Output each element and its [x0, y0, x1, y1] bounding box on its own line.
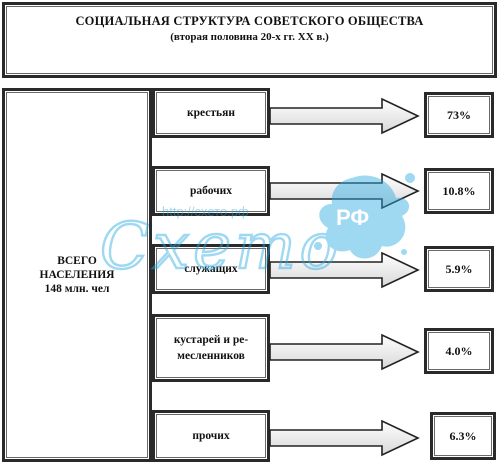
percent-box-workers: 10.8% [424, 168, 494, 214]
total-label-line1: ВСЕГО [57, 255, 97, 267]
category-box-workers: рабочих [152, 166, 270, 216]
percent-value-artisans: 4.0% [445, 343, 473, 358]
total-label-line2: НАСЕЛЕНИЯ [39, 269, 115, 281]
percent-box-others: 6.3% [430, 412, 496, 460]
category-label-workers: рабочих [189, 185, 233, 197]
arrow-peasants [269, 97, 420, 135]
watermark-splash-icon [314, 173, 415, 259]
arrow-artisans [269, 333, 420, 371]
category-box-artisans: кустарей и ре- месленников [152, 314, 270, 382]
category-label-peasants: крестьян [187, 107, 235, 119]
category-label-employees: служащих [184, 263, 238, 275]
percent-value-workers: 10.8% [442, 183, 476, 198]
percent-value-employees: 5.9% [445, 261, 473, 276]
category-box-peasants: крестьян [152, 88, 270, 138]
arrow-employees [269, 251, 420, 289]
title-box: СОЦИАЛЬНАЯ СТРУКТУРА СОВЕТСКОГО ОБЩЕСТВА… [2, 2, 497, 78]
category-label-artisans-line2: месленников [177, 350, 245, 362]
category-label-artisans-line1: кустарей и ре- [173, 334, 249, 346]
percent-box-peasants: 73% [424, 92, 494, 138]
category-label-others: прочих [192, 430, 230, 442]
percent-box-artisans: 4.0% [424, 328, 494, 374]
category-box-others: прочих [152, 410, 270, 462]
diagram-title: СОЦИАЛЬНАЯ СТРУКТУРА СОВЕТСКОГО ОБЩЕСТВА [75, 14, 424, 28]
total-population-box: ВСЕГО НАСЕЛЕНИЯ 148 млн. чел [2, 88, 152, 462]
total-count: 148 млн. чел [44, 283, 110, 295]
percent-value-others: 6.3% [449, 428, 477, 443]
category-box-employees: служащих [152, 244, 270, 294]
arrow-workers [269, 172, 420, 210]
watermark-tld: РФ [336, 205, 369, 230]
percent-box-employees: 5.9% [424, 246, 494, 292]
arrow-others [269, 419, 420, 457]
diagram-subtitle: (вторая половина 20-х гг. XX в.) [170, 31, 329, 43]
percent-value-peasants: 73% [447, 107, 471, 122]
